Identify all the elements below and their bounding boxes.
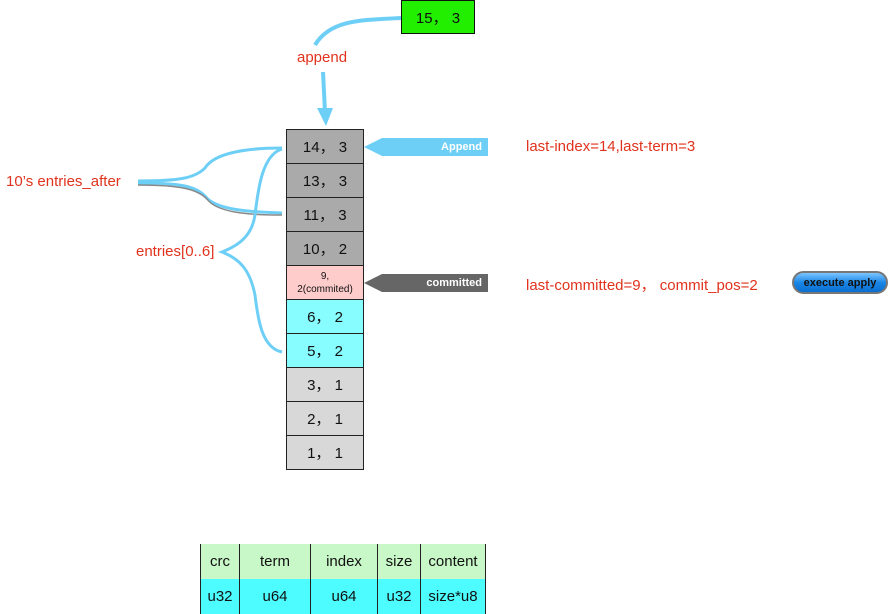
- log-entry: 13， 3: [286, 164, 364, 198]
- log-entry: 10， 2: [286, 232, 364, 266]
- last-committed-text: last-committed=9， commit_pos=2: [526, 277, 758, 294]
- type-cell: u32: [200, 579, 240, 614]
- log-stack: 14， 3 13， 3 11， 3 10， 2 9, 2(commited) 6…: [286, 129, 364, 470]
- entries-range-label: entries[0..6]: [136, 243, 215, 260]
- entry-format-table: crc term index size content u32 u64 u64 …: [200, 544, 486, 614]
- entries-after-label: 10’s entries_after: [6, 173, 121, 190]
- append-curve: [313, 16, 402, 47]
- append-pointer-tag: Append: [364, 138, 488, 156]
- type-cell: size*u8: [420, 579, 486, 614]
- log-entry: 1， 1: [286, 436, 364, 470]
- committed-line2: 2(commited): [297, 283, 353, 295]
- header-cell: index: [310, 544, 378, 579]
- append-arrow-shaft: [321, 71, 327, 113]
- log-entry: 2， 1: [286, 402, 364, 436]
- table-type-row: u32 u64 u64 u32 size*u8: [200, 579, 486, 614]
- last-index-text: last-index=14,last-term=3: [526, 138, 696, 155]
- log-entry-committed: 9, 2(commited): [286, 266, 364, 300]
- execute-apply-button[interactable]: execute apply: [792, 271, 888, 294]
- committed-pointer-tag: committed: [364, 274, 488, 292]
- committed-line1: 9,: [320, 270, 330, 282]
- append-arrow-head: [317, 108, 333, 126]
- header-cell: term: [239, 544, 311, 579]
- type-cell: u32: [377, 579, 421, 614]
- log-entry: 14， 3: [286, 129, 364, 164]
- log-entry: 3， 1: [286, 368, 364, 402]
- log-entry: 5， 2: [286, 334, 364, 368]
- log-entry: 11， 3: [286, 198, 364, 232]
- append-label: append: [297, 49, 348, 66]
- new-entry-box: 15， 3: [401, 0, 475, 34]
- header-cell: crc: [200, 544, 240, 579]
- table-header-row: crc term index size content: [200, 544, 486, 579]
- log-entry: 6， 2: [286, 300, 364, 334]
- type-cell: u64: [310, 579, 378, 614]
- header-cell: content: [420, 544, 486, 579]
- entries-range-brace: [217, 147, 283, 354]
- header-cell: size: [377, 544, 421, 579]
- type-cell: u64: [239, 579, 311, 614]
